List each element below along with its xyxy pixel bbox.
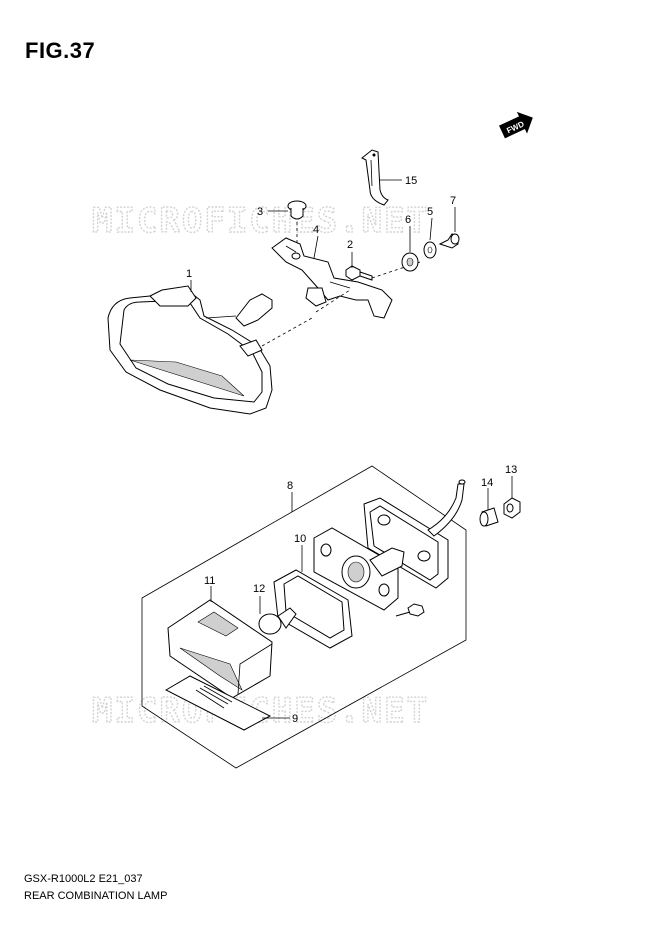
callout-number: 5	[427, 206, 433, 218]
figure-title: FIG.37	[25, 38, 96, 63]
callout-number: 15	[405, 175, 417, 187]
watermark-top: MICROFICHES.NET	[92, 201, 429, 241]
callout-number: 7	[450, 195, 456, 207]
callout-9: 9	[262, 713, 298, 725]
callout-13: 13	[505, 464, 517, 498]
part-3-screw	[287, 200, 307, 250]
callout-12: 12	[253, 583, 265, 614]
fwd-arrow-icon: FWD	[499, 111, 533, 139]
callout-number: 14	[481, 477, 493, 489]
part-14-grommet	[479, 507, 499, 527]
callout-8: 8	[287, 480, 293, 512]
callout-number: 2	[347, 239, 353, 251]
part-13-nut	[503, 497, 521, 519]
callout-5: 5	[427, 206, 433, 241]
part-11-lens	[167, 599, 273, 699]
callout-11: 11	[204, 575, 215, 602]
part-15-strap	[361, 149, 389, 206]
callout-6: 6	[405, 214, 411, 252]
part-8-screw	[395, 603, 425, 617]
callout-number: 9	[292, 713, 298, 725]
part-9-plate	[164, 675, 272, 731]
callout-number: 12	[253, 583, 265, 595]
callout-3: 3	[257, 206, 288, 218]
callout-number: 10	[294, 533, 306, 545]
callout-number: 4	[313, 224, 319, 236]
part-4-bracket	[271, 237, 393, 319]
callout-number: 1	[186, 268, 192, 280]
part-5-washer	[423, 241, 437, 259]
callout-14: 14	[481, 477, 493, 510]
callout-1: 1	[186, 268, 192, 292]
callout-number: 11	[204, 575, 215, 587]
callout-number: 6	[405, 214, 411, 226]
callout-7: 7	[450, 195, 456, 232]
model-code: GSX-R1000L2 E21_037	[24, 873, 143, 885]
callout-2: 2	[347, 239, 353, 268]
part-12-bulb	[258, 607, 297, 635]
callout-number: 3	[257, 206, 263, 218]
callout-15: 15	[380, 175, 417, 187]
part-8-license-lamp-assembly-frame	[141, 465, 467, 769]
callout-number: 13	[505, 464, 517, 476]
callout-number: 8	[287, 480, 293, 492]
part-6-grommet	[401, 252, 419, 272]
part-1-tail-lamp	[107, 285, 351, 415]
callout-4: 4	[313, 224, 319, 259]
part-7-screw	[438, 233, 460, 249]
part-8-socket	[313, 527, 405, 611]
callout-10: 10	[294, 533, 306, 572]
part-8-lamp-housing	[363, 479, 466, 589]
figure-name: REAR COMBINATION LAMP	[24, 890, 168, 902]
